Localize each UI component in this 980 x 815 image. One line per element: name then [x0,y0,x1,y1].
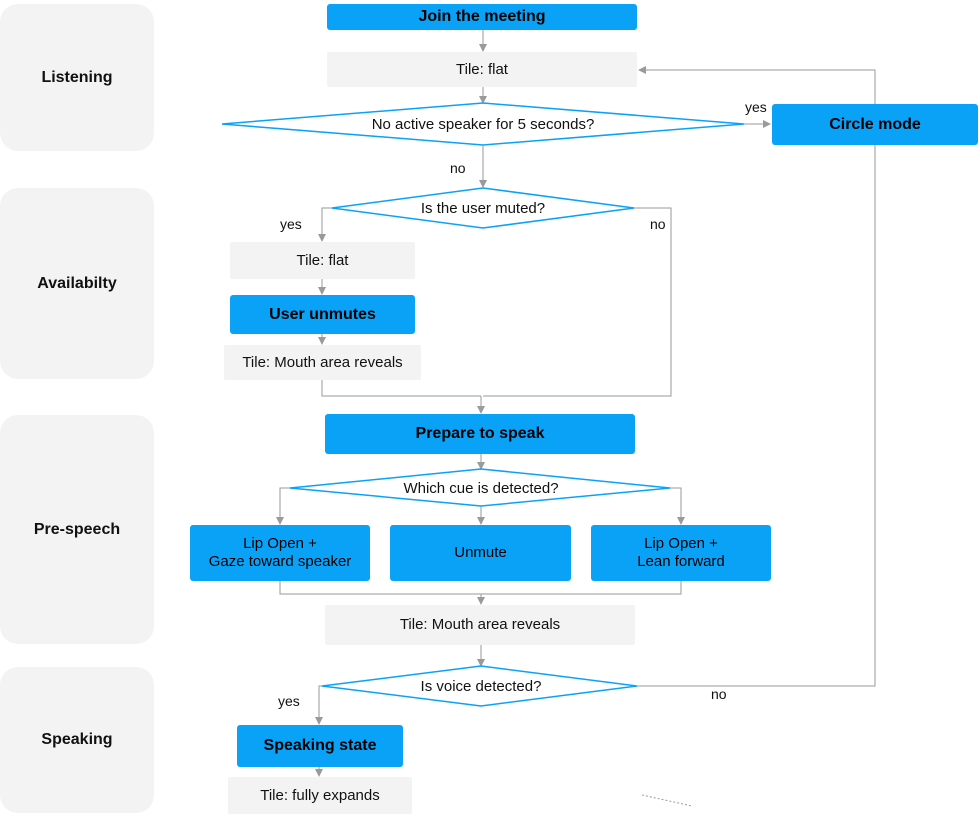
phase-availability: Availabilty [0,188,154,379]
prepare-to-speak-step: Prepare to speak [325,414,635,454]
cue-unmute: Unmute [390,525,571,581]
decision-voice-diamond [321,665,638,707]
user-unmutes-step: User unmutes [230,295,415,334]
tile-fully-expands-state: Tile: fully expands [228,777,412,814]
tile-mouth-reveals-state: Tile: Mouth area reveals [224,345,421,380]
decision-cue-text: Which cue is detected? [403,480,558,497]
phase-speaking: Speaking [0,667,154,813]
cue-lip-gaze: Lip Open + Gaze toward speaker [190,525,370,581]
edge-label-no: no [711,686,727,702]
decision-muted-text: Is the user muted? [421,200,545,217]
speaking-state-step: Speaking state [237,725,403,767]
tile-flat-state: Tile: flat [230,242,415,279]
decision-no-speaker-diamond [221,102,745,146]
phase-pre-speech: Pre-speech [0,415,154,644]
decision-muted-diamond [331,187,635,229]
edge-label-yes: yes [745,99,767,115]
edge-label-yes: yes [278,693,300,709]
edge-label-no: no [650,216,666,232]
circle-mode-step: Circle mode [772,104,978,145]
join-meeting-step: Join the meeting [327,4,637,30]
tile-flat-state: Tile: flat [327,52,637,87]
edge-label-yes: yes [280,216,302,232]
edge-label-no: no [450,160,466,176]
decision-voice-text: Is voice detected? [421,678,542,695]
decision-cue-diamond [289,468,671,507]
decision-no-speaker-text: No active speaker for 5 seconds? [372,116,595,133]
phase-listening: Listening [0,4,154,151]
cue-lip-lean: Lip Open + Lean forward [591,525,771,581]
tile-mouth-reveals-state: Tile: Mouth area reveals [325,605,635,645]
